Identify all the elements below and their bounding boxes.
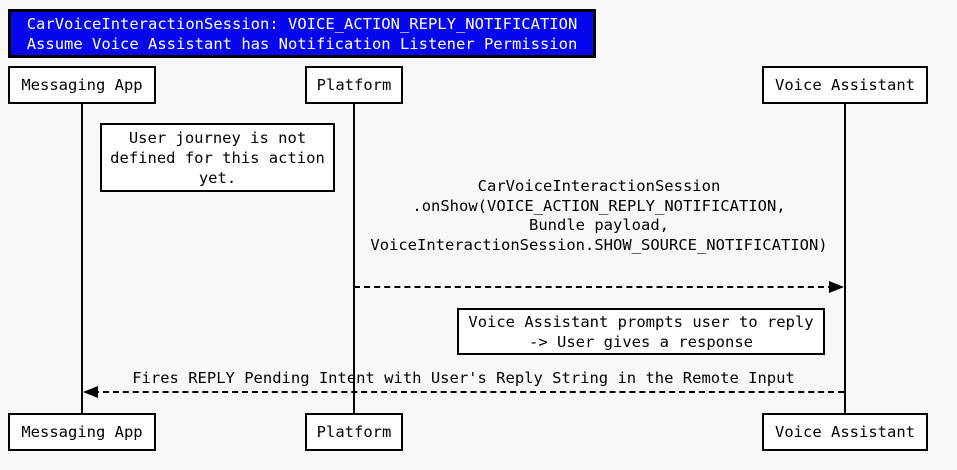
message-onshow-label: CarVoiceInteractionSession .onShow(VOICE… — [353, 177, 845, 255]
message-line: VoiceInteractionSession.SHOW_SOURCE_NOTI… — [370, 235, 828, 254]
actor-label: Platform — [316, 76, 392, 94]
lifeline-platform — [353, 104, 355, 413]
message-line: Fires REPLY Pending Intent with User's R… — [132, 369, 795, 387]
arrowhead-left-icon — [83, 386, 98, 398]
lifeline-voice-assistant — [844, 104, 846, 413]
actor-label: Messaging App — [21, 76, 143, 94]
diagram-title-line-1: CarVoiceInteractionSession: VOICE_ACTION… — [26, 14, 578, 33]
note-line: -> User gives a response — [529, 332, 753, 351]
note-line: defined for this action — [110, 148, 325, 167]
actor-voice-assistant-top: Voice Assistant — [762, 66, 928, 104]
message-line: CarVoiceInteractionSession — [477, 177, 721, 195]
actor-label: Messaging App — [21, 423, 143, 441]
actor-platform-bottom: Platform — [305, 413, 403, 451]
note-line: User journey is not — [128, 128, 307, 147]
note-line: Voice Assistant prompts user to reply — [468, 312, 814, 331]
message-onshow-arrow — [354, 281, 844, 293]
dashed-line — [93, 391, 844, 393]
note-user-journey: User journey is not defined for this act… — [100, 123, 335, 192]
message-reply-intent-label: Fires REPLY Pending Intent with User's R… — [82, 369, 845, 389]
actor-voice-assistant-bottom: Voice Assistant — [762, 413, 928, 451]
actor-messaging-app-top: Messaging App — [8, 66, 156, 104]
actor-platform-top: Platform — [305, 66, 403, 104]
lifeline-messaging-app — [81, 104, 83, 413]
message-line: Bundle payload, — [529, 216, 669, 234]
actor-label: Voice Assistant — [775, 76, 915, 94]
diagram-title: CarVoiceInteractionSession: VOICE_ACTION… — [8, 9, 596, 58]
actor-label: Platform — [316, 423, 392, 441]
message-reply-intent-arrow — [83, 386, 844, 398]
note-line: yet. — [198, 168, 237, 187]
actor-label: Voice Assistant — [775, 423, 915, 441]
message-line: .onShow(VOICE_ACTION_REPLY_NOTIFICATION, — [412, 196, 786, 215]
dashed-line — [354, 286, 834, 288]
actor-messaging-app-bottom: Messaging App — [8, 413, 156, 451]
note-voice-assistant-prompts: Voice Assistant prompts user to reply ->… — [457, 308, 825, 355]
diagram-title-line-2: Assume Voice Assistant has Notification … — [26, 34, 578, 53]
arrowhead-right-icon — [829, 281, 844, 293]
